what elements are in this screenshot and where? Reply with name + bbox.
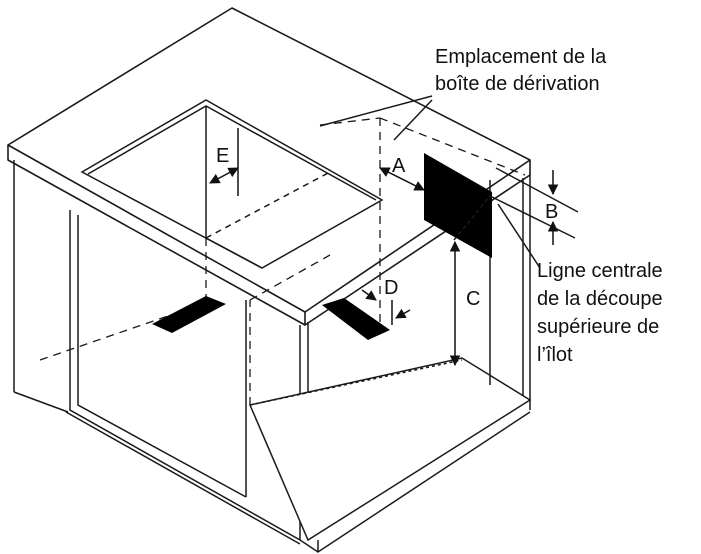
dim-d-arrow-left	[361, 289, 377, 301]
floor-junction-box-left	[152, 296, 226, 333]
dim-d-arrow-right	[395, 308, 411, 319]
dim-a-arrow	[379, 167, 425, 191]
wall-junction-box	[424, 153, 492, 258]
outlet-markers	[152, 153, 492, 340]
dim-b-label: B	[545, 201, 558, 223]
centerline-callout: Ligne centrale de la découpe supérieure …	[537, 260, 668, 366]
leader-lines	[319, 95, 579, 269]
dimension-arrows	[209, 128, 559, 367]
dim-d-label: D	[384, 277, 398, 299]
junction-box-callout: Emplacement de la boîte de dérivation	[435, 46, 612, 95]
countertop-cutout	[80, 99, 384, 269]
dim-e-label: E	[216, 145, 229, 167]
cabinet-body	[13, 160, 532, 553]
dim-a-label: A	[392, 155, 406, 177]
dim-c-label: C	[466, 288, 480, 310]
dim-e-arrow	[209, 167, 239, 184]
floor-junction-box-right	[322, 298, 390, 340]
